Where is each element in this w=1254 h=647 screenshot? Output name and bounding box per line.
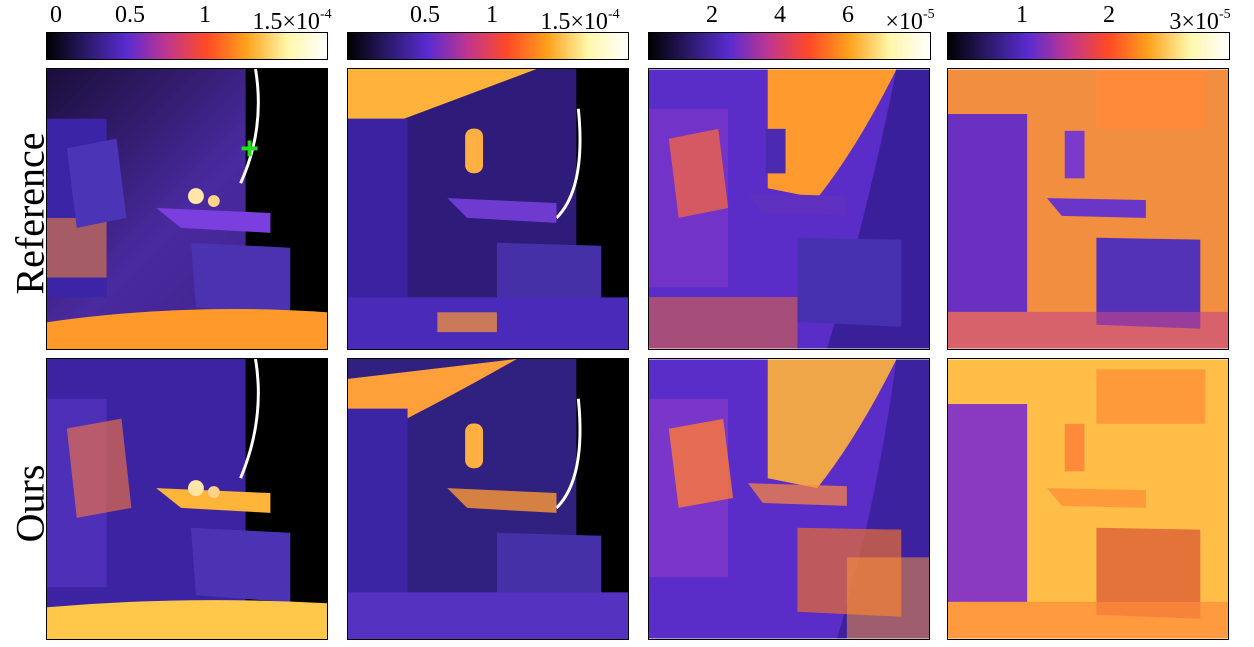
reference-panel-2 bbox=[347, 68, 629, 350]
colorbar-1 bbox=[46, 32, 328, 60]
ours-image-3 bbox=[649, 359, 929, 639]
reference-image-3 bbox=[649, 69, 929, 349]
ours-image-2 bbox=[348, 359, 628, 639]
reference-image-1 bbox=[47, 69, 327, 349]
colorbar-3-tick: 6 bbox=[842, 2, 854, 28]
reference-panel-1 bbox=[46, 68, 328, 350]
ours-panel-3 bbox=[648, 358, 930, 640]
colorbar-2-tick: 1 bbox=[486, 2, 498, 28]
colorbar-2-tick: 1.5×10-4 bbox=[540, 7, 620, 35]
colorbar-3-tick: 4 bbox=[774, 2, 786, 28]
colorbar-3-tick: 2 bbox=[706, 2, 718, 28]
colorbar-4 bbox=[947, 32, 1230, 60]
colorbar-3-tick: ×10-5 bbox=[885, 7, 935, 35]
ours-image-4 bbox=[948, 359, 1228, 639]
colorbar-4-tick: 3×10-5 bbox=[1169, 7, 1231, 35]
reference-image-4 bbox=[948, 69, 1228, 349]
reference-panel-3 bbox=[648, 68, 930, 350]
colorbar-1-tick: 1 bbox=[199, 2, 211, 28]
reference-panel-4 bbox=[947, 68, 1229, 350]
plus-marker-icon bbox=[241, 140, 258, 157]
colorbar-4-tick: 1 bbox=[1016, 2, 1028, 28]
colorbar-1-tick: 0.5 bbox=[115, 2, 145, 28]
ours-panel-4 bbox=[947, 358, 1229, 640]
ours-image-1 bbox=[47, 359, 327, 639]
colorbar-3 bbox=[648, 32, 931, 60]
reference-image-2 bbox=[348, 69, 628, 349]
colorbar-2 bbox=[347, 32, 629, 60]
ours-panel-2 bbox=[347, 358, 629, 640]
colorbar-2-tick: 0.5 bbox=[410, 2, 440, 28]
colorbar-1-tick: 0 bbox=[50, 2, 62, 28]
colorbar-1-tick: 1.5×10-4 bbox=[252, 7, 332, 35]
ours-panel-1 bbox=[46, 358, 328, 640]
colorbar-4-tick: 2 bbox=[1103, 2, 1115, 28]
